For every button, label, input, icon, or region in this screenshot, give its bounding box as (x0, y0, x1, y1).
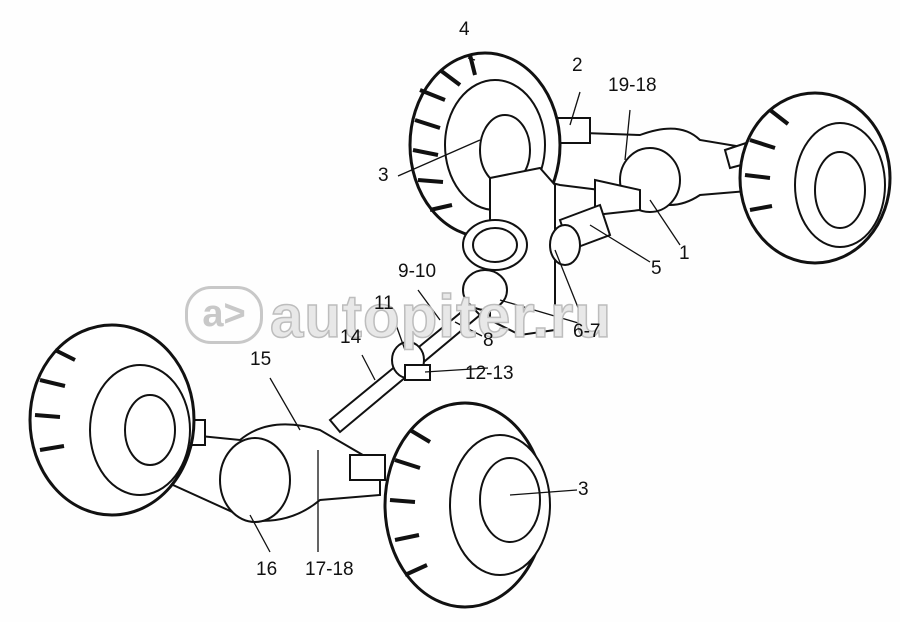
callout-15: 15 (250, 349, 272, 370)
tire-front-right (383, 401, 551, 609)
callout-3-bottom: 3 (578, 479, 589, 500)
leader-lines (249, 57, 681, 553)
callout-2: 2 (572, 55, 583, 76)
front-propeller-shaft (328, 303, 482, 434)
callout-9-10: 9-10 (398, 261, 437, 282)
callout-19-18: 19-18 (608, 75, 657, 96)
callout-5: 5 (651, 258, 662, 279)
watermark-logo: a> (185, 286, 263, 344)
callout-8: 8 (483, 330, 494, 351)
callout-6-7: 6-7 (573, 321, 601, 342)
callout-3-top: 3 (378, 165, 389, 186)
front-axle (139, 419, 386, 523)
rear-axle (499, 117, 762, 252)
callout-4: 4 (459, 19, 470, 40)
callout-12-13: 12-13 (465, 363, 514, 384)
tire-rear-right (738, 91, 892, 265)
callout-17-18: 17-18 (305, 559, 354, 580)
callout-11: 11 (374, 293, 394, 314)
watermark-text: autopiter.ru (269, 282, 613, 351)
callout-16: 16 (256, 559, 278, 580)
callout-1: 1 (679, 243, 690, 264)
transfer-case (462, 166, 581, 337)
tire-front-left (28, 323, 196, 517)
callout-14: 14 (340, 327, 362, 348)
